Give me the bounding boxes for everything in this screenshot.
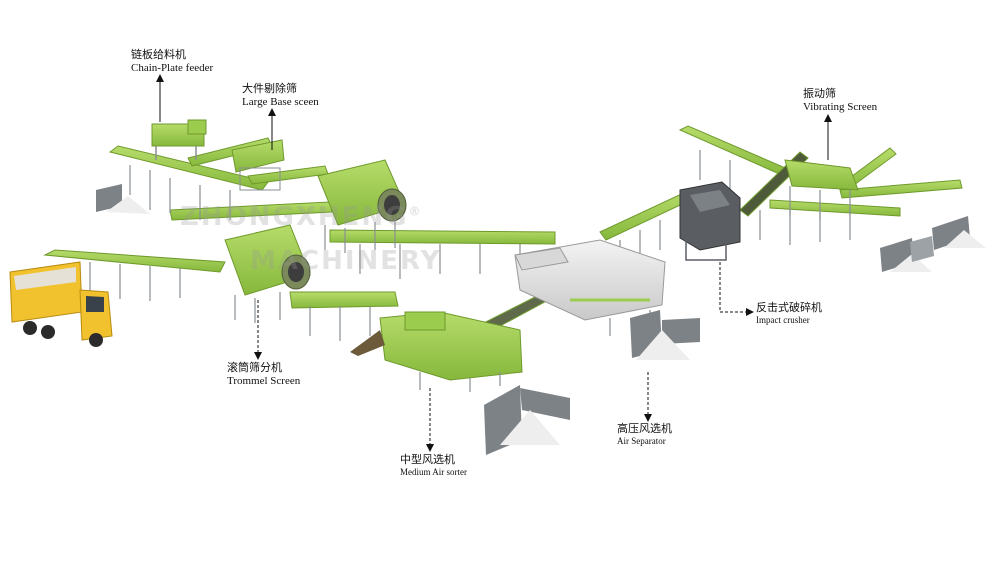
label-chain-plate-feeder-en: Chain-Plate feeder: [131, 61, 214, 74]
conveyor-middle-left: [169, 201, 333, 221]
trommel-screen-lower: [224, 224, 311, 323]
label-vibrating-screen-en: Vibrating Screen: [803, 100, 878, 113]
conveyor-vib-4: [839, 179, 963, 199]
bin-air-separator: [630, 310, 700, 360]
label-air-separator-zh: 高压风选机: [617, 422, 672, 435]
bin-vibrating-right-3: [910, 236, 934, 262]
medium-air-sorter: [350, 311, 523, 392]
conveyor-vib-1: [678, 125, 791, 177]
callout-impact-crusher: [719, 262, 754, 316]
bin-top-left: [96, 184, 150, 214]
label-medium-air-sorter: 中型风选机 Medium Air sorter: [400, 453, 467, 477]
label-air-separator-en: Air Separator: [617, 435, 666, 446]
label-vibrating-screen-zh: 振动筛: [803, 87, 836, 100]
conveyors: [43, 125, 963, 339]
label-medium-air-sorter-zh: 中型风选机: [400, 453, 455, 466]
output-bins: [96, 184, 986, 455]
watermark-text-1: ZHONGXHENG: [180, 202, 409, 232]
callout-lines: [156, 74, 832, 452]
dump-truck: [9, 261, 113, 347]
conveyor-to-trommel-upper: [247, 165, 329, 185]
support-frames: [89, 150, 851, 341]
label-chain-plate-feeder-zh: 链板给料机: [131, 48, 186, 61]
label-air-separator: 高压风选机 Air Separator: [617, 422, 672, 446]
conveyor-vib-5: [769, 199, 901, 217]
vibrating-screen: [784, 159, 859, 220]
watermark-line2: MACHINERY: [250, 246, 441, 276]
conveyor-trommel-out: [289, 291, 399, 309]
bin-vibrating-right-1: [880, 238, 932, 272]
label-trommel-screen-en: Trommel Screen: [227, 374, 301, 387]
label-impact-crusher-en: Impact crusher: [756, 314, 810, 325]
watermark-text-2: MACHINERY: [250, 246, 442, 276]
label-trommel-screen-zh: 滚筒筛分机: [227, 361, 282, 374]
bin-medium-sorter: [484, 385, 570, 455]
label-medium-air-sorter-en: Medium Air sorter: [400, 466, 467, 477]
bin-vibrating-right-2: [932, 216, 986, 250]
label-trommel-screen: 滚筒筛分机 Trommel Screen: [227, 361, 301, 387]
watermark-registered-mark: ®: [408, 204, 423, 219]
label-chain-plate-feeder: 链板给料机 Chain-Plate feeder: [131, 48, 214, 74]
label-large-base-screen-zh: 大件剔除筛: [242, 82, 297, 95]
label-large-base-screen-en: Large Base sceen: [242, 95, 319, 108]
trommel-screen-upper: [317, 159, 407, 253]
watermark-line1: ZHONGXHENG®: [180, 202, 422, 232]
chain-plate-feeder: [151, 119, 207, 160]
label-vibrating-screen: 振动筛 Vibrating Screen: [803, 87, 878, 113]
large-base-screen: [231, 139, 285, 191]
conveyor-middle-right: [329, 229, 556, 245]
label-impact-crusher: 反击式破碎机 Impact crusher: [756, 301, 822, 325]
conveyor-lower-left: [43, 249, 226, 273]
label-impact-crusher-zh: 反击式破碎机: [756, 301, 822, 314]
label-large-base-screen: 大件剔除筛 Large Base sceen: [242, 82, 319, 108]
impact-crusher: [679, 181, 741, 261]
